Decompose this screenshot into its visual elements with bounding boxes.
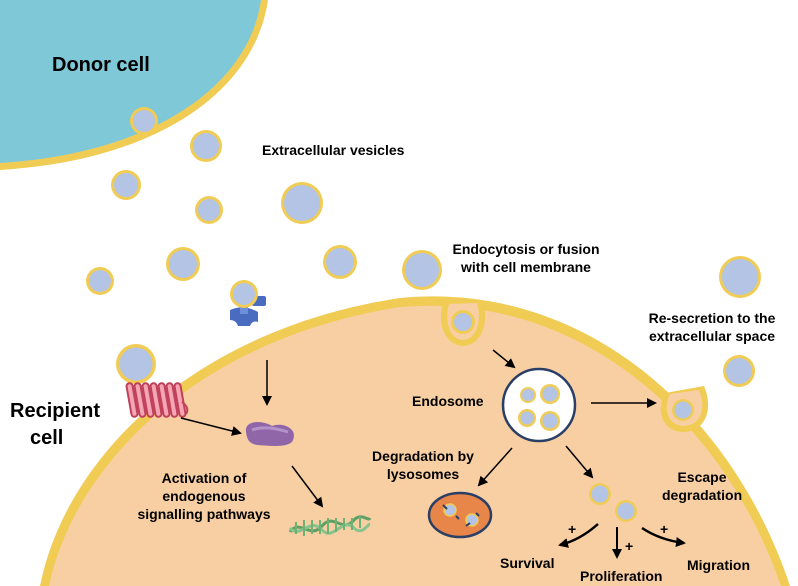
survival-label: Survival (500, 555, 555, 571)
proliferation-label: Proliferation (580, 568, 663, 584)
donor-cell (0, 0, 268, 170)
lysosome-icon (427, 491, 493, 539)
activation-label: Activation of endogenous signalling path… (137, 470, 271, 522)
escaped-vesicles (589, 483, 637, 522)
vesicle-group (86, 107, 761, 387)
vesicle-icon (723, 355, 755, 387)
vesicle-icon (86, 267, 114, 295)
escape-label: Escape degradation (662, 469, 743, 503)
endosome-label: Endosome (412, 393, 484, 409)
vesicle-icon (719, 256, 761, 298)
plus-migration: + (660, 521, 669, 537)
resecretion-bud (660, 386, 709, 432)
transmembrane-protein-icon (116, 344, 189, 418)
vesicle-icon (130, 107, 158, 135)
vesicle-icon (195, 196, 223, 224)
resecretion-label: Re-secretion to the extracellular space (648, 310, 776, 344)
vesicle-icon (402, 250, 442, 290)
degradation-label: Degradation by lysosomes (372, 448, 474, 482)
extracellular-vesicles-label: Extracellular vesicles (262, 142, 405, 158)
arrow-icon (180, 349, 686, 559)
endosome (501, 367, 577, 443)
migration-label: Migration (687, 557, 750, 573)
vesicle-icon (111, 170, 141, 200)
plus-proliferation: + (625, 538, 634, 554)
recipient-cell-label: Recipient cell (10, 400, 101, 449)
signalling-protein-icon (245, 422, 294, 446)
vesicle-icon (166, 247, 200, 281)
recipient-cell (40, 296, 790, 586)
donor-cell-label: Donor cell (52, 54, 150, 76)
receptor-icon (230, 280, 266, 326)
dna-strand-icon (288, 515, 372, 536)
endocytosis-pit (440, 302, 486, 346)
endocytosis-label: Endocytosis or fusion with cell membrane (452, 241, 600, 275)
plus-survival: + (568, 521, 577, 537)
vesicle-icon (281, 182, 323, 224)
vesicle-icon (323, 245, 357, 279)
vesicle-icon (190, 130, 222, 162)
